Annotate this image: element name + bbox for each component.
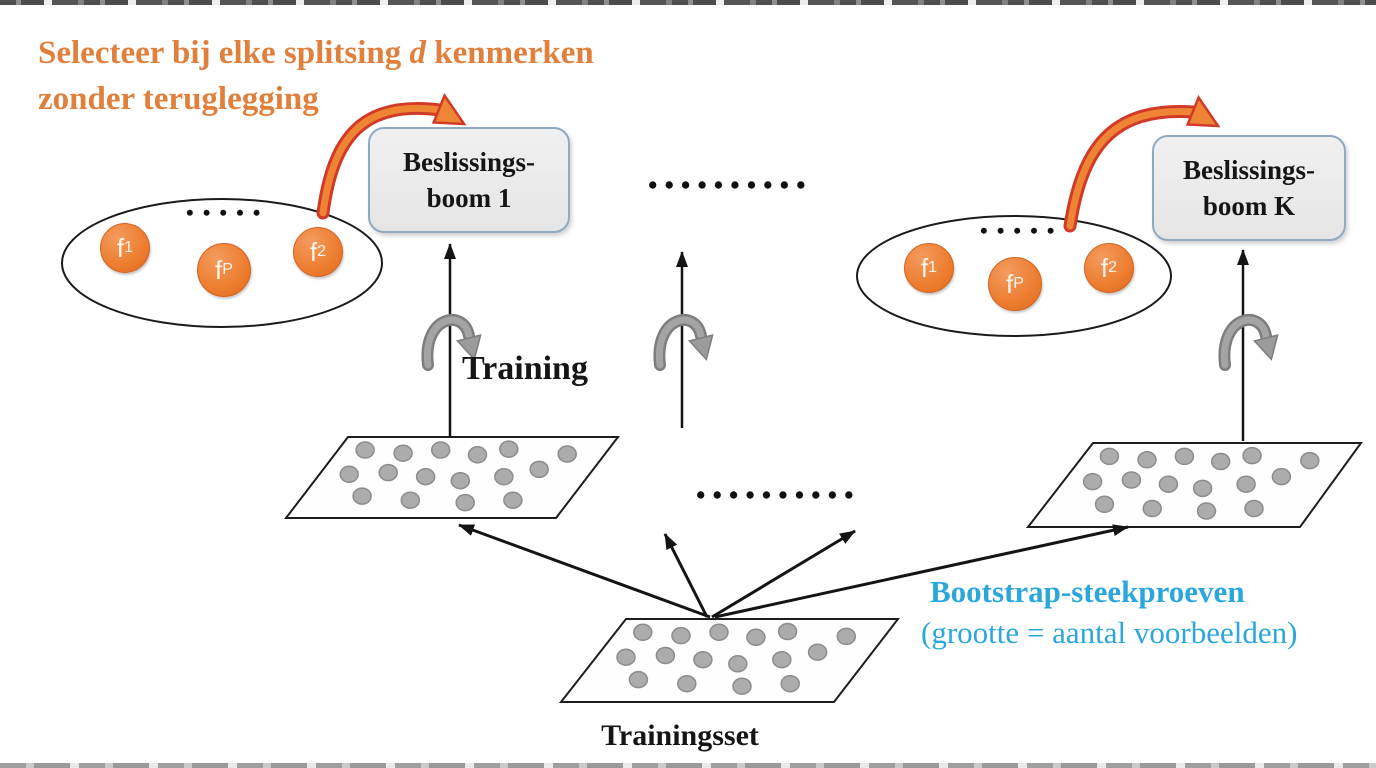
sample-dot xyxy=(1244,499,1264,518)
fp-right-base: f xyxy=(1006,268,1014,299)
sample-dot xyxy=(339,465,359,484)
sample-dot xyxy=(1242,446,1262,465)
bootstrap-arrow-3 xyxy=(711,529,856,619)
heading-line1-post: kenmerken xyxy=(426,35,594,71)
loop-arrow-middle xyxy=(653,314,714,371)
sample-dot xyxy=(1099,447,1120,466)
ellipsis-row-between-samples: •••••••••• xyxy=(696,480,861,510)
tree1-line1: Beslissings- xyxy=(402,147,536,177)
sample-dot xyxy=(1196,502,1217,520)
heading-line1-pre: Selecteer bij elke splitsing xyxy=(38,35,410,71)
tree1-line2: boom 1 xyxy=(426,183,512,213)
top-edge-artifact xyxy=(0,0,1376,5)
sample-dot xyxy=(1137,451,1157,469)
sample-dot xyxy=(709,623,729,642)
sample-dot xyxy=(355,441,375,459)
sample-dot xyxy=(499,440,519,458)
sample-dot xyxy=(1142,499,1162,518)
sample-dot xyxy=(1121,471,1142,489)
sample-dot xyxy=(1300,451,1320,470)
fp-left-base: f xyxy=(215,254,223,285)
sample-dot xyxy=(616,648,636,666)
heading-line1-d: d xyxy=(409,35,427,71)
sample-dot xyxy=(400,491,421,509)
bootstrap-sample-1 xyxy=(283,436,621,519)
sample-dot xyxy=(494,467,514,486)
feature-selection-arrow-right xyxy=(1063,94,1221,233)
ellipsis-row-between-trees: •••••••••• xyxy=(648,170,813,200)
loop-arrow-right xyxy=(1218,314,1279,371)
sample-dot xyxy=(415,467,436,486)
decision-tree-box-k: Beslissings- boom K xyxy=(1152,135,1346,241)
bootstrap-sample-k xyxy=(1025,442,1363,528)
sample-dot xyxy=(1236,475,1256,493)
sample-dot xyxy=(836,627,857,646)
sample-dot xyxy=(732,677,752,695)
sample-dot xyxy=(467,446,488,464)
sample-dot xyxy=(1210,452,1231,471)
sample-dot xyxy=(671,626,691,645)
sample-dot xyxy=(628,670,649,689)
training-set-parallelogram xyxy=(558,618,901,703)
loop-arrow-left xyxy=(421,314,482,371)
sample-dot xyxy=(393,444,413,462)
treeK-line1: Beslissings- xyxy=(1182,155,1316,185)
sample-dot xyxy=(352,487,372,505)
feature-selection-arrow-left xyxy=(316,92,467,220)
sample-dot xyxy=(693,650,713,669)
sample-dot xyxy=(746,628,766,647)
heading-line-2: zonder teruglegging xyxy=(38,81,319,117)
sample-dot xyxy=(633,623,653,642)
treeK-line2: boom K xyxy=(1202,191,1296,221)
heading-select-features: Selecteer bij elke splitsing d kenmerken… xyxy=(38,30,594,122)
sample-dot xyxy=(655,646,676,665)
sample-dot xyxy=(1082,472,1103,491)
sample-dot xyxy=(1094,495,1115,514)
feature-ellipsis-right: ••••• xyxy=(980,218,1064,243)
sample-dot xyxy=(1192,479,1213,498)
sample-dot xyxy=(728,655,748,673)
bootstrap-arrow-1 xyxy=(458,523,711,619)
sample-dot xyxy=(1271,467,1292,486)
sample-dot xyxy=(1158,475,1179,493)
heading-line-1: Selecteer bij elke splitsing d kenmerken xyxy=(38,30,594,76)
sample-dot xyxy=(780,674,800,693)
bottom-edge-artifact xyxy=(0,763,1376,768)
sample-dot xyxy=(1174,447,1195,466)
sample-dot xyxy=(455,493,475,512)
sample-dot xyxy=(807,643,828,661)
sample-dot xyxy=(430,441,451,459)
f1-right-base: f xyxy=(920,252,929,283)
training-label: Training xyxy=(462,350,588,387)
sample-dot xyxy=(772,650,792,669)
sample-dot xyxy=(777,622,798,641)
sample-dot xyxy=(557,445,577,463)
sample-dot xyxy=(503,491,523,509)
sample-dot xyxy=(677,674,697,693)
sample-dot xyxy=(529,460,549,479)
f1-left-base: f xyxy=(116,232,125,263)
bootstrap-arrow-2 xyxy=(663,533,709,618)
f2-left-base: f xyxy=(309,236,318,267)
bootstrap-arrow-4 xyxy=(714,524,1129,619)
trainingsset-label: Trainingsset xyxy=(601,719,759,752)
bootstrap-caption-line1: Bootstrap-steekproeven xyxy=(930,574,1245,609)
decision-tree-box-1: Beslissings- boom 1 xyxy=(368,127,570,233)
feature-ellipsis-left: ••••• xyxy=(186,200,270,225)
sample-dot xyxy=(378,463,398,482)
sample-dot xyxy=(450,471,471,490)
bootstrap-caption-line2: (grootte = aantal voorbeelden) xyxy=(921,615,1298,650)
f2-right-base: f xyxy=(1100,252,1109,283)
